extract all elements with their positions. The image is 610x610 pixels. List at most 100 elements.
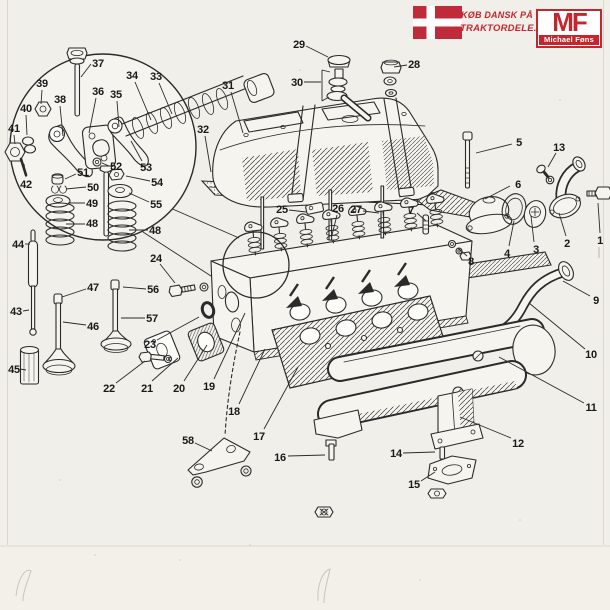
callout-leader-12 <box>459 416 512 439</box>
callout-leader-1 <box>597 202 601 234</box>
callout-leader-46 <box>62 321 87 326</box>
callout-46: 46 <box>87 321 99 333</box>
callout-leader-16 <box>287 454 326 457</box>
callout-2: 2 <box>564 238 570 250</box>
callout-15: 15 <box>408 479 420 491</box>
callout-7: 7 <box>408 205 414 217</box>
callout-6: 6 <box>515 179 521 191</box>
callout-39: 39 <box>36 78 48 90</box>
callout-54: 54 <box>151 177 164 189</box>
callout-leader-36 <box>88 97 97 134</box>
callout-19: 19 <box>203 381 215 393</box>
callout-47: 47 <box>87 282 99 294</box>
manifold-group <box>271 295 556 518</box>
callout-12: 12 <box>512 438 524 450</box>
callout-leader-20 <box>183 344 208 382</box>
tagline: KØB DANSK PÅ TRAKTORDELE.DK <box>460 9 551 35</box>
callout-leader-38 <box>59 105 64 137</box>
callout-14: 14 <box>390 448 403 460</box>
callout-leader-4 <box>508 220 515 247</box>
callout-leader-10 <box>528 302 586 350</box>
callout-leader-22 <box>115 360 146 384</box>
callout-leader-15 <box>420 471 436 482</box>
danish-flag-icon <box>413 6 462 39</box>
callout-34: 34 <box>126 70 139 82</box>
callout-53: 53 <box>140 162 152 174</box>
callout-leader-33 <box>158 82 173 115</box>
callout-leader-13 <box>547 152 557 168</box>
callout-55: 55 <box>150 199 162 211</box>
tagline-line2: TRAKTORDELE.DK <box>460 23 551 34</box>
callout-leader-5 <box>475 143 513 154</box>
callout-leader-39 <box>40 89 43 105</box>
callout-37: 37 <box>92 58 104 70</box>
callout-leader-43 <box>22 309 30 312</box>
callout-25: 25 <box>276 204 288 216</box>
callout-56: 56 <box>147 284 159 296</box>
callout-9: 9 <box>593 295 599 307</box>
rocker-detail-circle <box>4 47 275 252</box>
callout-11: 11 <box>585 402 596 414</box>
callout-22: 22 <box>103 383 115 395</box>
callout-leader-31 <box>230 91 244 134</box>
callout-leader-53 <box>130 140 143 162</box>
mf-logo-subtext: Michael Føns <box>539 35 599 45</box>
callout-26: 26 <box>332 203 344 215</box>
callout-3: 3 <box>533 244 539 256</box>
callout-leader-54 <box>125 175 151 182</box>
callout-51: 51 <box>77 167 89 179</box>
callout-5: 5 <box>516 137 522 149</box>
valve-cover-group <box>200 54 453 208</box>
callout-28: 28 <box>408 59 420 71</box>
callout-42: 42 <box>20 179 32 191</box>
callout-leader-29 <box>305 45 329 58</box>
callout-leader-8 <box>457 247 468 257</box>
callout-leader-35 <box>116 100 120 128</box>
callout-leader-32 <box>204 135 212 173</box>
callout-20: 20 <box>173 383 185 395</box>
callout-32: 32 <box>197 124 209 136</box>
callout-leader-27 <box>362 210 380 214</box>
callout-leader-42 <box>23 163 27 178</box>
callout-31: 31 <box>222 80 234 92</box>
callout-17: 17 <box>253 431 265 443</box>
callout-50: 50 <box>87 182 99 194</box>
callout-leader-17 <box>263 366 299 430</box>
callout-45: 45 <box>8 364 20 376</box>
callout-35: 35 <box>110 89 122 101</box>
callout-leader-18 <box>238 348 266 405</box>
callout-leader-51 <box>64 173 77 180</box>
callout-27: 27 <box>350 204 362 216</box>
callout-18: 18 <box>228 406 240 418</box>
header: KØB DANSK PÅ TRAKTORDELE.DK MF Michael F… <box>0 0 610 60</box>
callout-10: 10 <box>585 349 597 361</box>
callout-leader-6 <box>484 185 511 200</box>
callout-36: 36 <box>92 86 104 98</box>
callout-leader-25 <box>288 209 307 213</box>
callout-leader-19 <box>213 312 246 380</box>
callout-16: 16 <box>274 452 286 464</box>
callout-leader-14 <box>402 451 436 454</box>
callout-49: 49 <box>86 198 98 210</box>
callout-leader-2 <box>558 212 567 237</box>
callout-1: 1 <box>597 235 603 247</box>
callout-leader-34 <box>134 81 152 121</box>
callout-23: 23 <box>144 339 156 351</box>
callout-8: 8 <box>468 256 474 268</box>
callout-30: 30 <box>291 77 303 89</box>
callout-leader-23 <box>156 316 200 341</box>
callout-48: 48 <box>149 225 161 237</box>
callout-leader-7 <box>416 212 427 222</box>
callout-leader-24 <box>159 263 176 284</box>
callout-57: 57 <box>146 313 158 325</box>
callout-leader-45 <box>19 368 27 371</box>
callout-leader-40 <box>25 114 28 136</box>
callout-leader-3 <box>530 215 535 243</box>
callout-leader-37 <box>80 63 92 78</box>
callout-leader-55 <box>128 192 150 203</box>
callout-44: 44 <box>12 239 25 251</box>
tagline-line1: KØB DANSK PÅ <box>461 10 533 20</box>
